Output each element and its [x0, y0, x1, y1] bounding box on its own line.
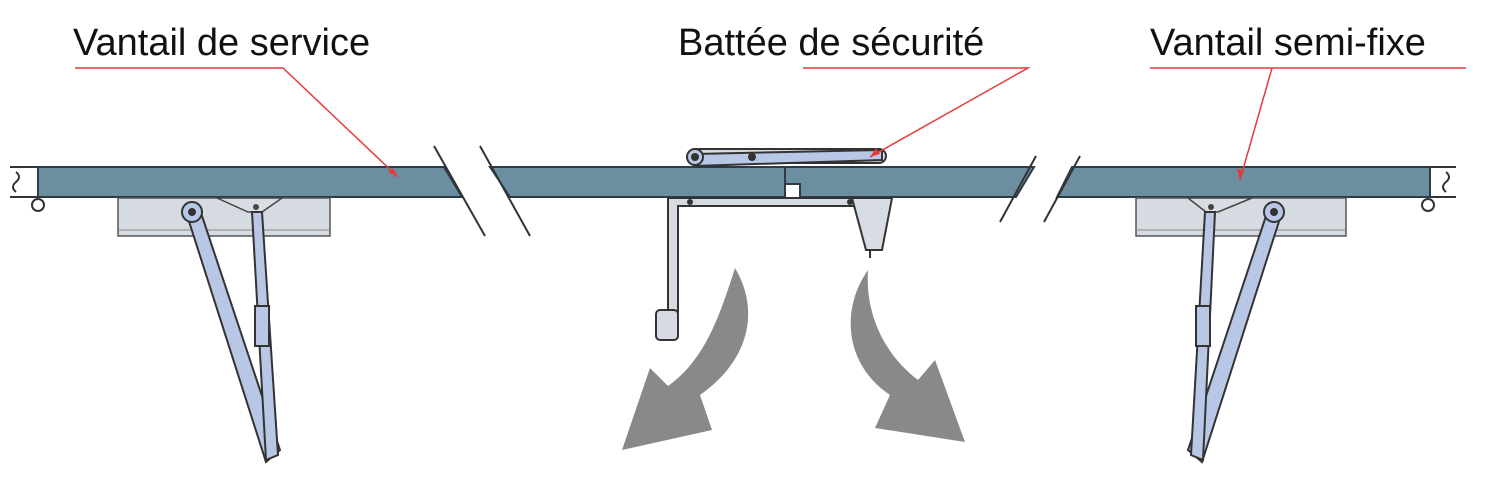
service-leaf-panel — [37, 166, 786, 198]
right-wall-stub — [1421, 166, 1456, 212]
safety-rebate-selector — [686, 148, 887, 168]
coordinator-bracket — [655, 197, 894, 341]
break-lines — [433, 145, 1081, 237]
leader-arrowheads — [388, 148, 1244, 180]
label-safety-rebate: Battée de sécurité — [678, 22, 985, 64]
left-closer — [117, 197, 331, 464]
semi-fixed-leaf-panel — [784, 166, 1431, 198]
semi-fixed-leaf-swing-arrow — [850, 270, 965, 442]
label-semi-fixed-leaf: Vantail semi-fixe — [1150, 22, 1426, 64]
left-wall-stub — [10, 166, 45, 212]
leader-lines — [75, 67, 1466, 181]
label-service-leaf: Vantail de service — [73, 22, 371, 64]
right-closer — [1135, 197, 1347, 464]
service-leaf-swing-arrow — [622, 268, 749, 450]
rebate-joint — [784, 167, 801, 197]
